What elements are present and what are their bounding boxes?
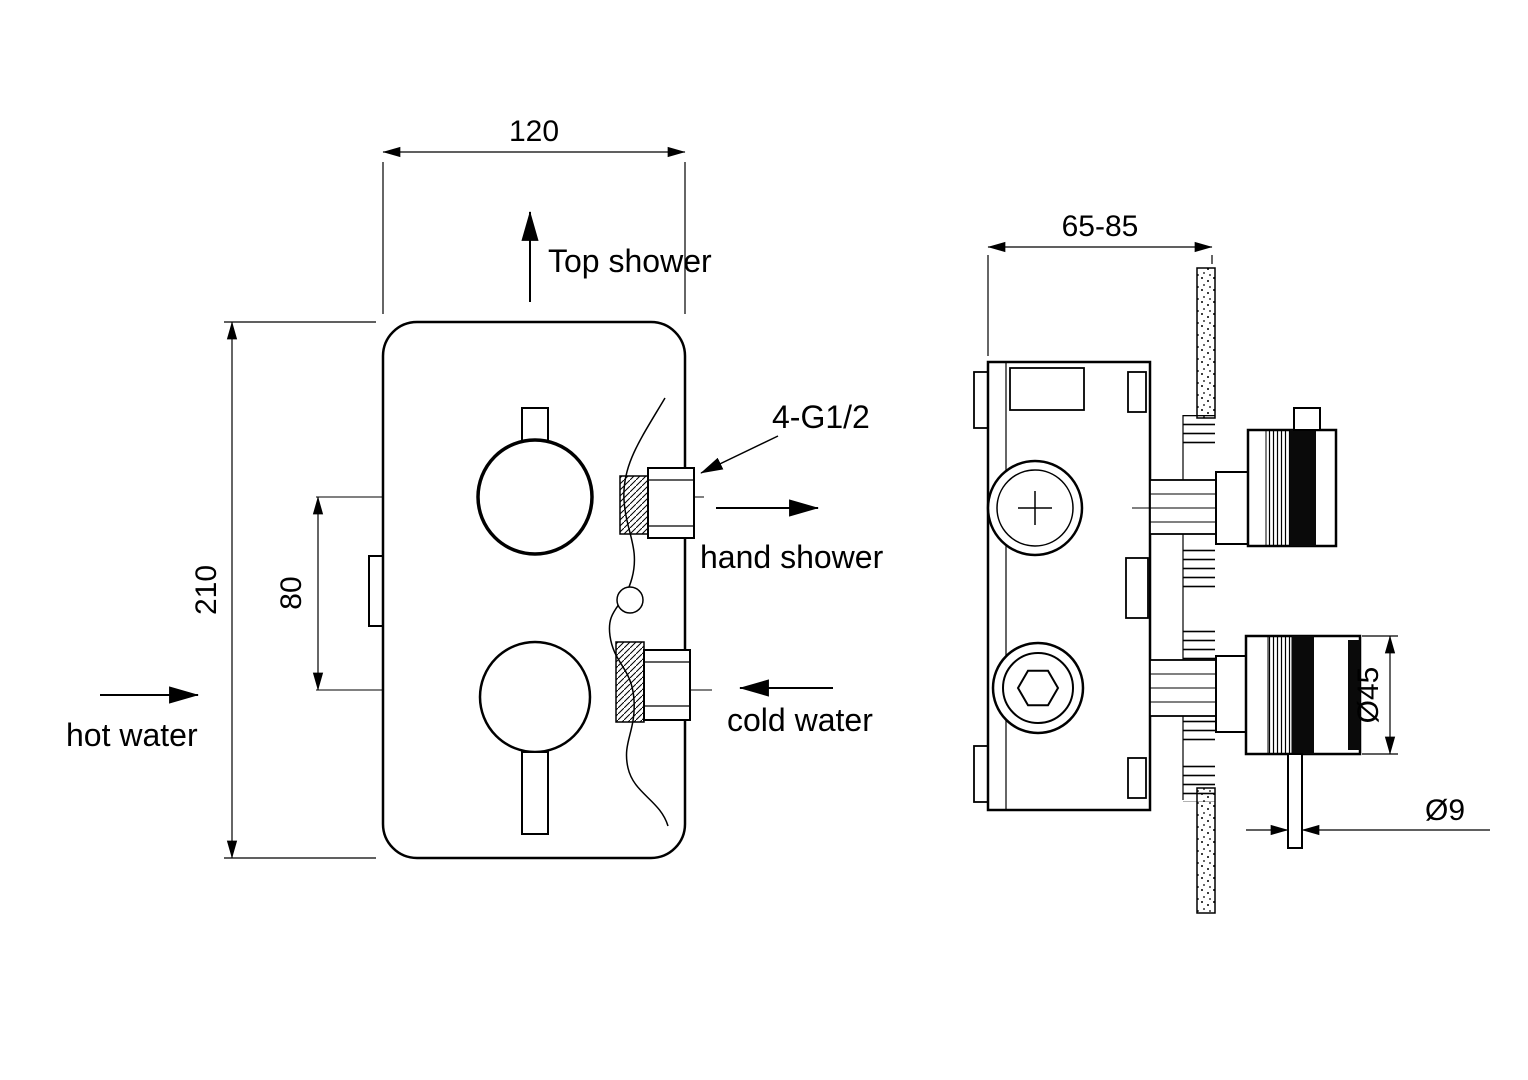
- top-handle-tab: [1293, 407, 1321, 431]
- top-knob: [476, 407, 594, 556]
- bottom-handle: [1215, 634, 1362, 849]
- thread-callout: 4-G1/2: [700, 399, 870, 474]
- top-outlet-port: [619, 467, 695, 539]
- dimension-stem-diameter: Ø9: [1246, 794, 1490, 836]
- bottom-knob-circle: [478, 640, 592, 754]
- top-handle-black-band: [1290, 430, 1316, 546]
- body-outline: [381, 320, 687, 860]
- dimension-handle-diameter: Ø45: [1352, 635, 1398, 755]
- top-knob-circle: [476, 438, 594, 556]
- top-shower-label: Top shower: [548, 243, 712, 279]
- bottom-knob-stem: [521, 751, 549, 835]
- cold-water-label: cold water: [727, 702, 873, 738]
- cartridge-circle: [986, 459, 1084, 557]
- bottom-port-boss: [643, 649, 691, 721]
- handle-stem: [1287, 753, 1303, 849]
- bottom-handle-knurl: [1267, 635, 1293, 755]
- dim-depth-value: 65-85: [1062, 210, 1139, 243]
- valve-body-side: [973, 360, 1248, 812]
- body-side-outline: [986, 360, 1152, 812]
- hand-shower-label: hand shower: [700, 539, 884, 575]
- hot-water-label: hot water: [66, 717, 198, 753]
- bottom-handle-end-cap: [1348, 640, 1360, 750]
- top-spindle-sleeve: [1149, 479, 1217, 535]
- dimension-port-spacing: 80: [275, 496, 324, 691]
- front-view: 120 Top shower 210 80: [66, 115, 884, 860]
- top-handle-shaft: [1215, 471, 1249, 545]
- bottom-port-thread: [615, 641, 645, 723]
- dim-handle-diameter-value: Ø45: [1352, 667, 1385, 724]
- dim-width-value: 120: [509, 115, 559, 148]
- top-knob-stem: [521, 407, 549, 443]
- dim-spacing-value: 80: [275, 576, 308, 609]
- dim-height-value: 210: [190, 565, 223, 615]
- hex-fitting-circle: [991, 641, 1085, 735]
- dimension-height: 210: [190, 321, 376, 859]
- thread-label: 4-G1/2: [772, 399, 870, 435]
- bottom-knob: [478, 640, 592, 835]
- wall-lower: [1196, 787, 1216, 914]
- hot-water-indicator: hot water: [66, 686, 200, 753]
- top-handle: [1215, 407, 1338, 548]
- top-port-thread: [619, 475, 649, 535]
- top-port-boss: [647, 467, 695, 539]
- dimension-depth: 65-85: [987, 210, 1213, 356]
- dimension-width: 120: [382, 115, 686, 314]
- wall-section: [1196, 267, 1216, 914]
- drawing-root: 120 Top shower 210 80: [66, 115, 1490, 914]
- hex-socket: [1016, 669, 1060, 707]
- top-shower-indicator: Top shower: [521, 210, 712, 302]
- top-handle-knurl: [1265, 429, 1291, 547]
- hand-shower-indicator: hand shower: [700, 499, 884, 575]
- valve-body-front: [368, 320, 695, 860]
- bottom-inlet-port: [615, 641, 691, 723]
- center-screw: [616, 586, 644, 614]
- wall-upper: [1196, 267, 1216, 419]
- bottom-handle-black-band: [1292, 636, 1314, 754]
- side-view: 65-85: [973, 210, 1490, 914]
- dim-stem-diameter-value: Ø9: [1425, 794, 1465, 827]
- bottom-handle-shaft: [1215, 655, 1247, 733]
- top-block: [1009, 367, 1085, 411]
- thread-leader-line: [700, 435, 779, 474]
- cold-water-indicator: cold water: [727, 679, 873, 738]
